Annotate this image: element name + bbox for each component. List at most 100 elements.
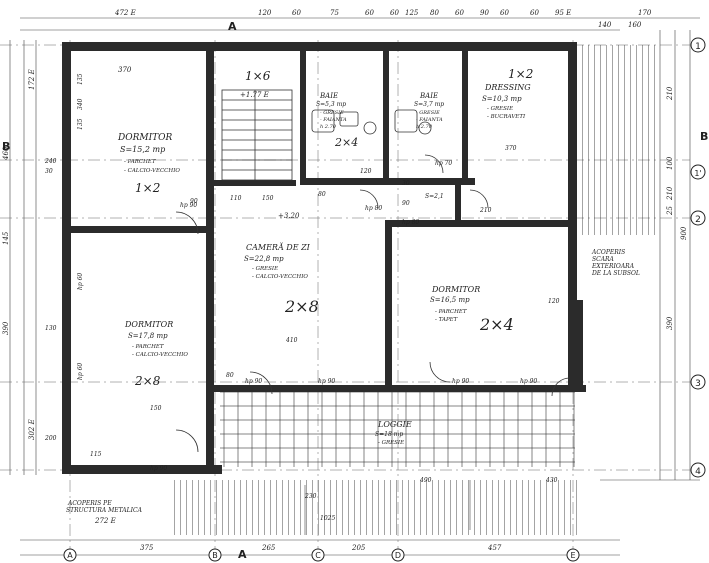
bedroom3-code: 2×4 [479,315,514,334]
dim-top-9: 90 [480,9,489,17]
dim-top-6: 125 [405,9,419,17]
dim-inner-6: 150 [262,195,274,202]
bedroom2-code: 2×8 [134,374,161,388]
living-level: +3.20 [278,212,300,220]
axis-D: D [395,551,401,560]
stair-level: +1.77 E [240,91,269,99]
dim-inner-4: 90 [190,198,198,205]
dim-inner-0: 340 [77,98,84,110]
loggia-tiles [220,390,575,467]
dim-top-13: 170 [638,9,652,17]
bedroom2-finish2: - CALCIO-VECCHIO [132,352,188,358]
axis-A: A [67,551,73,560]
dim-top-7: 80 [430,9,439,17]
axis-2: 2 [695,215,701,225]
section-markers: A A B B [2,20,708,561]
loggia-finish: - GRESIE [378,440,404,446]
dim-left-3: 302 E [28,419,36,440]
dim-left-1: 145 [2,231,10,245]
dim-inner-3: 30 [45,168,53,175]
left-dimensions: 460 145 390 302 E 172 E 370 [2,66,132,440]
bath2-area: S=3,7 mp [414,101,444,108]
dim-right-1: 390 [666,316,674,330]
dim-inner-16: 80 [226,372,234,379]
dressing-code: 1×2 [508,67,533,81]
roof-note-2: SCARA [592,256,615,263]
section-a-top: A [228,20,237,33]
dressing-name: DRESSING [484,83,531,92]
dim-top-15: 160 [628,21,642,29]
dressing-area: S=10,3 mp [482,95,522,103]
axis-markers-right: 1 1' 2 3 4 [690,37,706,478]
dim-right-4: 100 [666,156,674,170]
top-dimensions: 472 E 120 60 75 60 60 125 80 60 90 60 60… [114,9,652,29]
dim-inner-8: 120 [360,168,372,175]
door-label-5: hp 90 [520,378,537,385]
axis-1p: 1' [694,169,701,178]
door-label-6: hp 80 [402,219,419,226]
dim-inner-20: 1025 [320,515,335,522]
bottom-dimensions: 375 265 205 457 [140,544,502,552]
room-labels: DORMITOR S=15,2 mp - PARCHET - CALCIO-VE… [117,67,533,446]
dressing-finish1: - GRESIE [487,106,513,112]
dim-left-0: 460 [2,146,10,161]
dim-inner-12: 210 [479,207,492,214]
dim-top-3: 75 [330,9,339,17]
axis-B: B [212,551,218,560]
dim-top-8: 60 [455,9,464,17]
door-swings [175,154,571,453]
axis-1: 1 [695,42,701,52]
dim-left-5: 370 [118,66,132,74]
living-area: S=22,8 mp [244,255,284,263]
dim-top-11: 60 [530,9,539,17]
bath2-height: h 2.70 [416,124,433,130]
bedroom3-finish2: - TAPET [435,317,458,323]
bedroom1-finish1: - PARCHET [124,159,156,165]
door-label-7: hp 70 [435,160,452,167]
bath2-finish1: - GRESIE [416,110,440,116]
dim-inner-23: 370 [505,145,517,152]
dim-inner-14: 150 [150,405,162,412]
roof-note-3: EXTERIOARA [591,263,635,270]
dim-inner-11: 90 [402,200,410,207]
dim-inner-1: 135 [77,73,84,85]
door-label-9: hp 60 [77,363,84,380]
dim-inner-7: 80 [318,191,326,198]
living-finish2: - CALCIO-VECCHIO [252,274,308,280]
bath1-height: h 2.70 [320,124,337,130]
axis-C: C [315,551,321,560]
bedroom2-area: S=17,8 mp [128,332,168,340]
dim-right-0: 210 [666,86,674,101]
living-finish1: - GRESIE [252,266,278,272]
dressing-finish2: - BUCRAVETI [487,114,526,120]
dim-inner-21: 230 [304,493,317,500]
roof-hatch-right [578,45,656,235]
dim-left-2: 390 [2,321,10,335]
section-b-right: B [700,130,708,143]
axis-E: E [570,551,575,560]
dim-inner-5: 110 [230,195,242,202]
bedroom1-finish2: - CALCIO-VECCHIO [124,168,180,174]
walls [62,42,586,474]
section-a-bottom: A [238,548,247,561]
living-name: CAMERĂ DE ZI [246,243,311,252]
dim-bottom-3: 457 [487,544,502,552]
dim-inner-17: 410 [285,337,298,344]
bath1-name: BAIE [319,92,338,100]
bath1-code: 2×4 [334,136,358,149]
bath1-finish1: - GRESIE [320,110,344,116]
dim-top-1: 120 [258,9,272,17]
living-code: 2×8 [284,297,319,316]
door-label-8: hp 80 [365,205,382,212]
dim-inner-24: 135 [77,118,84,130]
notes: ACOPERIS SCARA EXTERIOARA DE LA SUBSOL A… [66,249,640,525]
roof-note-4: DE LA SUBSOL [591,270,640,277]
dim-right-2: 210 [666,186,674,201]
bedroom3-finish1: - PARCHET [435,309,467,315]
axis-3: 3 [695,379,701,389]
bottom-note-2: STRUCTURA METALICA [66,507,143,514]
dim-inner-2: 240 [44,158,57,165]
loggia-area: S=18 mp [375,431,403,438]
bath2-name: BAIE [419,92,438,100]
dim-bottom-1: 265 [261,544,276,552]
